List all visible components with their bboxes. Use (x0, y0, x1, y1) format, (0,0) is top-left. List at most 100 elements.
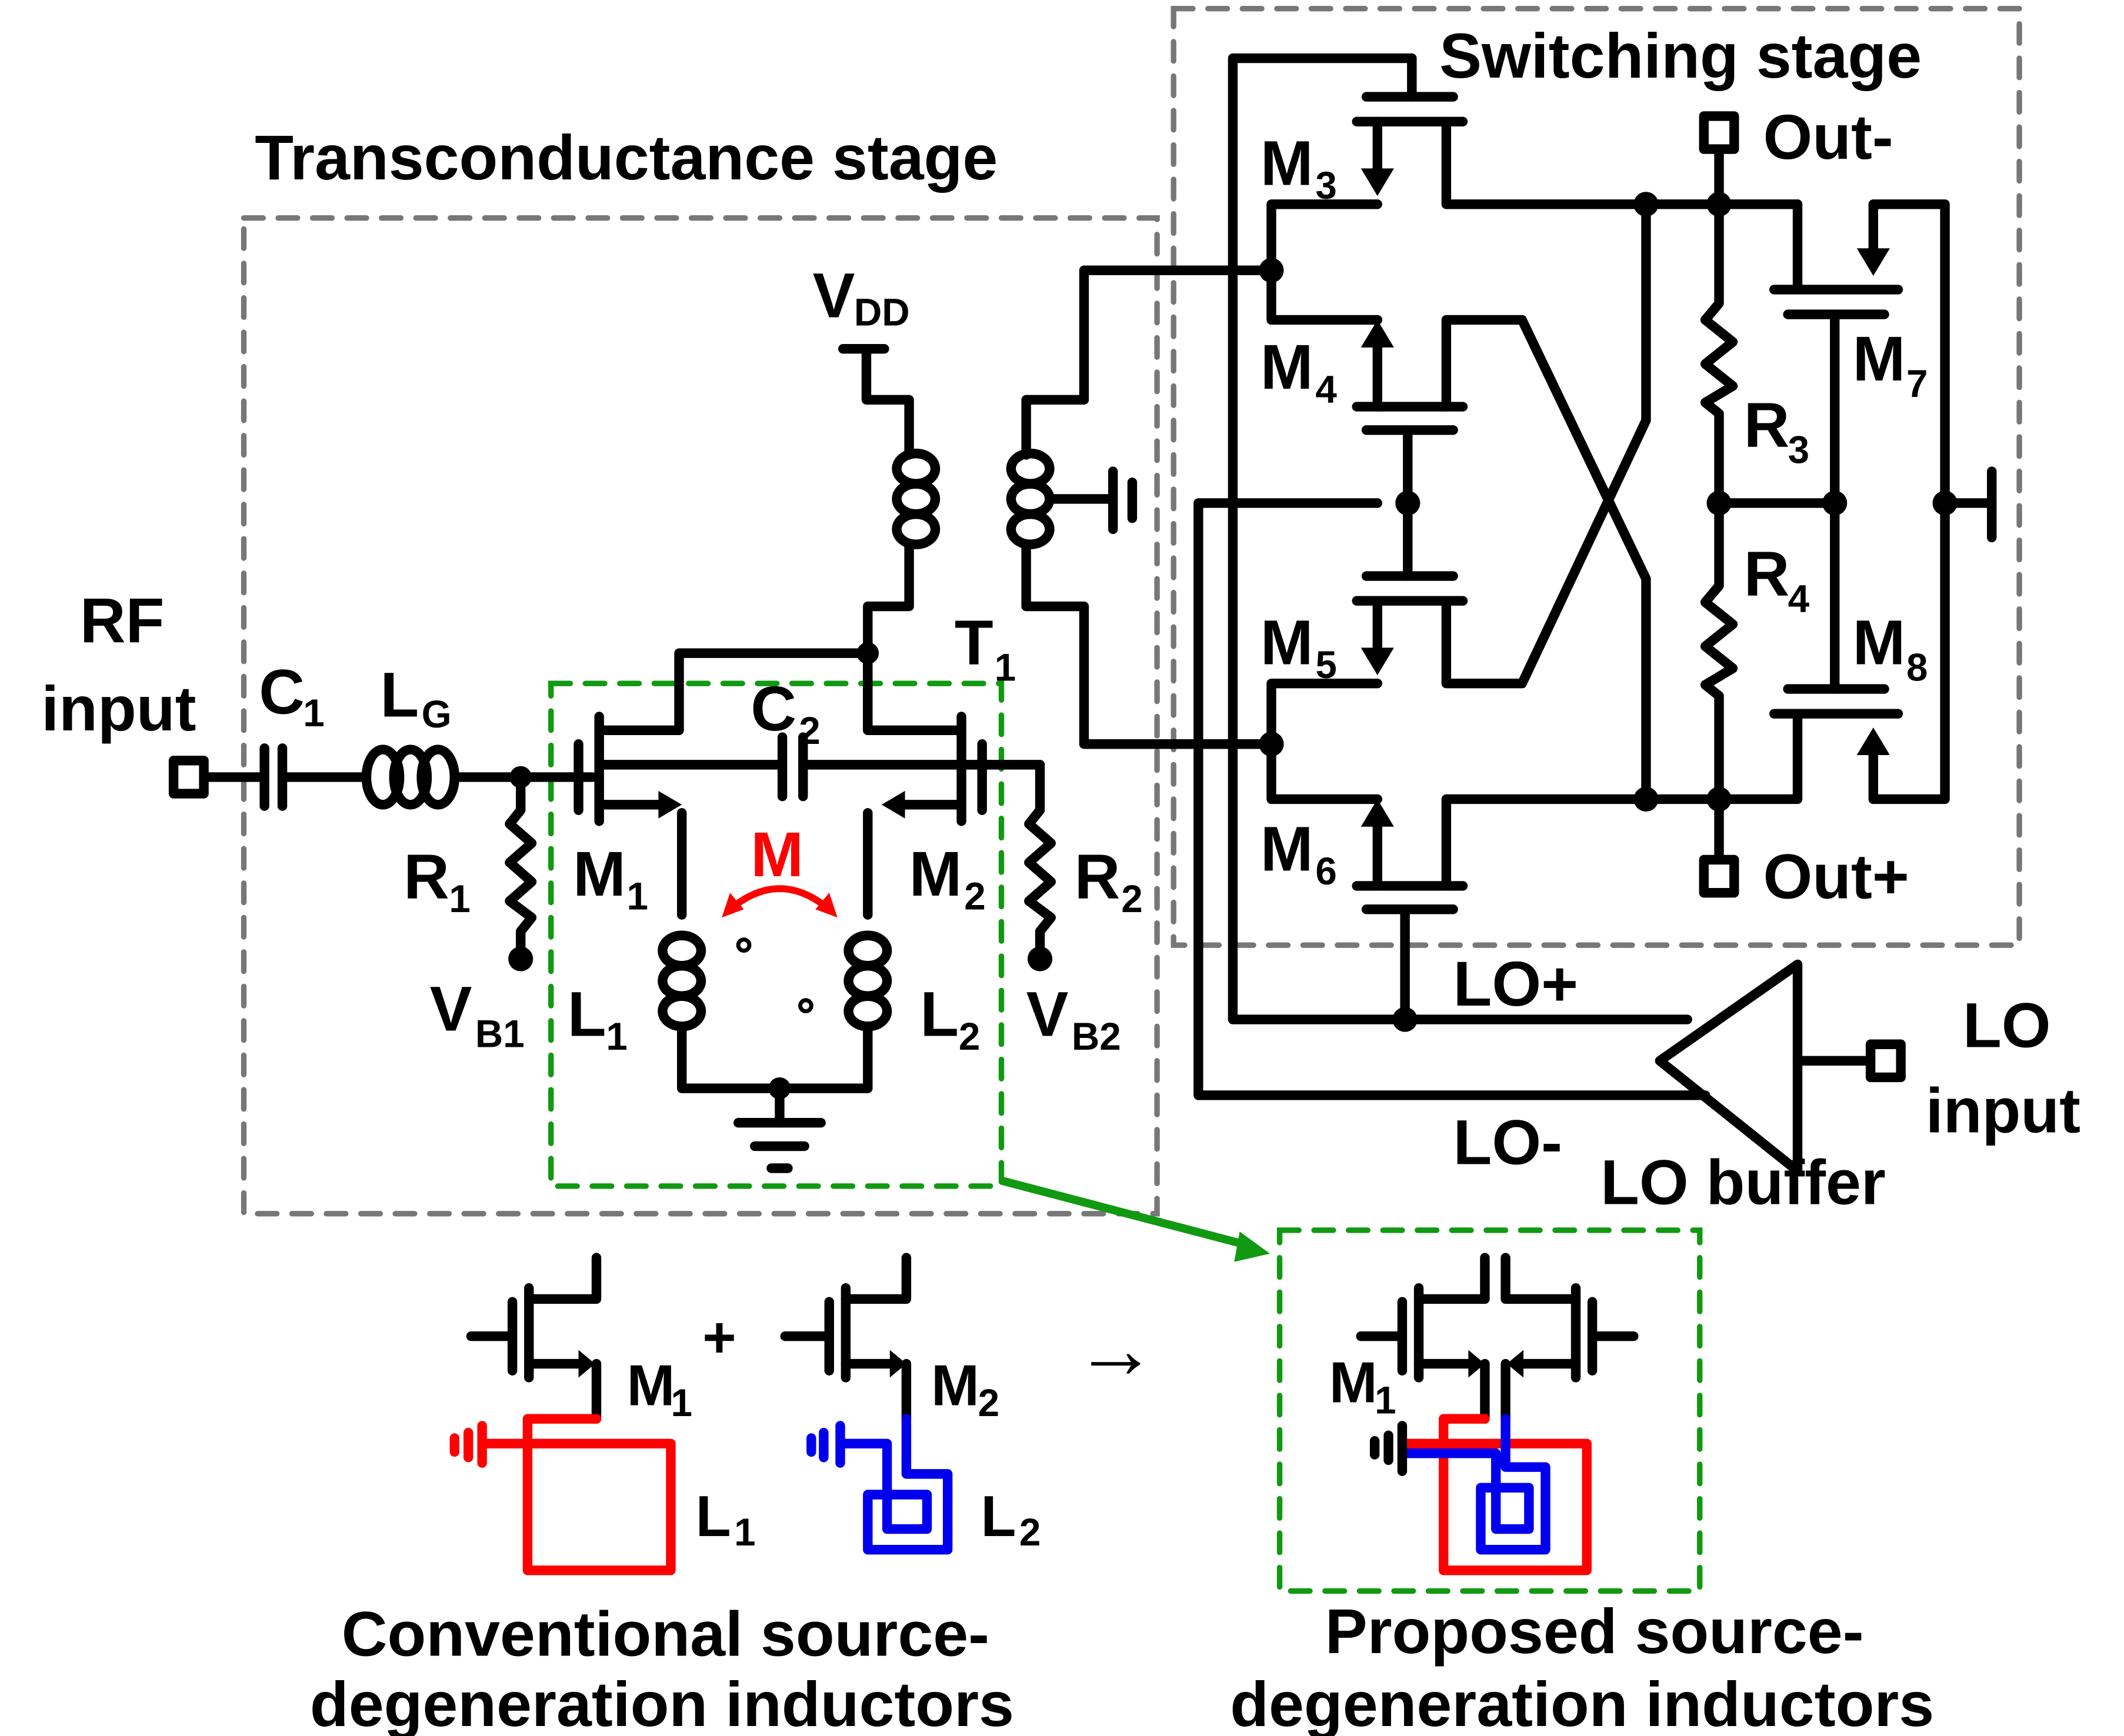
junction (1633, 786, 1659, 812)
r1-sub: 1 (449, 877, 470, 920)
resistor-r3 (1700, 199, 1738, 508)
inductor-l2 (843, 930, 892, 1031)
out-plus-port[interactable] (1699, 854, 1739, 898)
resistor-r4 (1700, 498, 1738, 804)
conv-l1-label: L (696, 1484, 731, 1548)
lo-buffer-label: LO buffer (1600, 1146, 1886, 1217)
lo-minus-label: LO- (1453, 1106, 1562, 1177)
resistor-r2 (1024, 760, 1056, 972)
conventional-l2-coil (806, 1414, 953, 1555)
vb1-sub: B1 (475, 1012, 525, 1055)
highlight-arrowhead-icon (1234, 1231, 1271, 1262)
inductor-l1 (658, 930, 873, 1093)
transistor-m5 (1266, 199, 1651, 749)
conv-l1-sub: 1 (734, 1511, 755, 1554)
rf-input-label-1: RF (80, 585, 165, 656)
m5-label: M (1261, 606, 1313, 677)
dot-marker-l2 (798, 998, 813, 1014)
m3-sub: 3 (1315, 164, 1336, 207)
proposed-caption-1: Proposed source- (1325, 1595, 1864, 1667)
conventional-m1-transistor (466, 1253, 602, 1424)
l1-label: L (568, 979, 606, 1050)
proposed-caption-2: degeneration inductors (1230, 1668, 1934, 1736)
r2-sub: 2 (1121, 877, 1142, 920)
lo-input-label-1: LO (1963, 989, 2051, 1060)
conventional-m2-transistor (780, 1253, 912, 1424)
vb2-label: V (1026, 979, 1069, 1050)
input-pair-highlight-box (548, 680, 1005, 1189)
junction (1392, 1007, 1418, 1032)
highlight-pointer-arrow (1000, 1176, 1255, 1251)
mutual-arrowhead-right (815, 893, 838, 918)
out-minus-port[interactable] (1699, 111, 1739, 154)
conv-m2-label: M (931, 1353, 979, 1417)
mutual-coupling-arrow-icon (728, 885, 832, 912)
out-minus-label: Out- (1763, 101, 1893, 172)
l2-label: L (920, 979, 959, 1050)
r3-label: R (1744, 389, 1790, 460)
m5-sub: 5 (1315, 643, 1336, 686)
r4-sub: 4 (1788, 577, 1810, 620)
conv-l2-label: L (981, 1484, 1016, 1548)
conv-l2-sub: 2 (1019, 1511, 1041, 1554)
transconductance-stage-title: Transconductance stage (255, 122, 998, 193)
m1-label: M (573, 838, 626, 909)
transistor-m6 (1266, 739, 1724, 1024)
vdd-label: V (813, 259, 855, 330)
c1-label: C (259, 656, 305, 727)
transformer-t1 (838, 265, 1276, 749)
mutual-arrowhead-left (722, 893, 744, 918)
plus-sign: + (702, 1304, 736, 1369)
vb2-sub: B2 (1072, 1015, 1121, 1058)
ground-icon (733, 1077, 826, 1173)
m6-label: M (1261, 813, 1313, 884)
m4-label: M (1261, 331, 1313, 402)
lo-input-label-2: input (1926, 1075, 2080, 1146)
out-plus-label: Out+ (1763, 841, 1909, 912)
prop-m1-label: M (1329, 1350, 1378, 1415)
proposed-m1-m2-pair (1356, 1253, 1639, 1424)
conv-m1-label: M (627, 1353, 675, 1417)
c1-sub: 1 (303, 692, 324, 735)
proposed-highlight-box (1276, 1227, 1703, 1594)
m3-label: M (1261, 127, 1313, 198)
t1-sub: 1 (995, 646, 1016, 689)
l1-sub: 1 (606, 1015, 627, 1058)
proposed-l1-coil (1400, 1414, 1592, 1575)
m2-sub: 2 (964, 874, 985, 917)
ground-icon (1940, 466, 1997, 543)
resistor-r1 (505, 772, 537, 972)
lo-buffer-icon (1655, 959, 1803, 1176)
switching-stage-box (1171, 6, 2022, 948)
conv-m1-sub: 1 (671, 1381, 692, 1424)
m6-sub: 6 (1315, 850, 1336, 893)
lo-input-port[interactable] (1865, 1039, 1906, 1083)
conventional-l1-coil (522, 1414, 676, 1575)
conv-m2-sub: 2 (978, 1381, 999, 1424)
conventional-caption-2: degeneration inductors (310, 1668, 1014, 1736)
c2-label: C (751, 673, 796, 744)
lg-sub: G (422, 693, 452, 736)
m8-sub: 8 (1906, 646, 1928, 689)
lo-plus-label: LO+ (1453, 948, 1578, 1019)
m7-label: M (1853, 323, 1906, 394)
rf-input-label-2: input (41, 673, 196, 744)
transconductance-stage-box (241, 215, 1160, 1217)
red-ground-icon (449, 1421, 533, 1468)
l2-sub: 2 (959, 1015, 980, 1058)
lo-minus-rail (1193, 498, 1710, 1100)
switching-stage-title: Switching stage (1439, 20, 1922, 91)
vdd-sub: DD (854, 291, 910, 333)
vb1-label: V (430, 973, 472, 1044)
lg-label: L (380, 659, 419, 730)
transistor-m7 (1769, 199, 1950, 804)
transistor-m8 (1714, 498, 1903, 804)
r3-sub: 3 (1788, 429, 1809, 472)
dot-marker-l1 (736, 937, 752, 953)
t1-label: T (955, 606, 993, 677)
conventional-caption-1: Conventional source- (342, 1598, 989, 1669)
prop-m1-sub: 1 (1375, 1378, 1396, 1421)
r1-label: R (404, 841, 449, 912)
mutual-inductance-label: M (751, 819, 803, 890)
